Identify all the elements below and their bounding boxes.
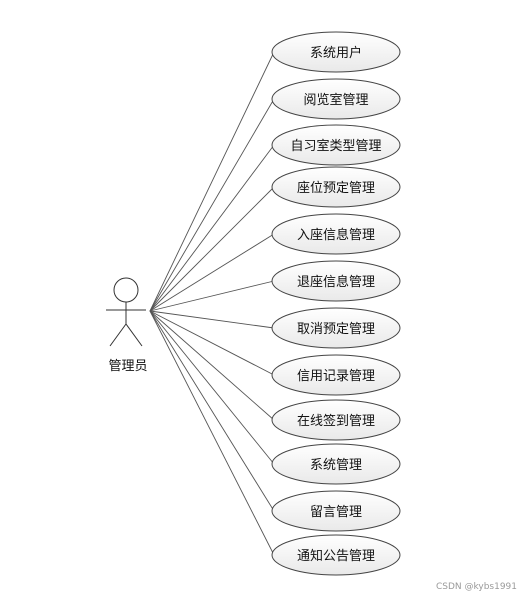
use-case-label: 通知公告管理 xyxy=(297,548,375,564)
use-case-ellipse xyxy=(271,307,401,349)
use-case: 自习室类型管理 xyxy=(271,124,401,166)
association-line xyxy=(149,98,275,312)
actor-label: 管理员 xyxy=(108,359,147,374)
use-case-label: 阅览室管理 xyxy=(303,92,368,108)
use-case-ellipse xyxy=(271,31,401,73)
association-line xyxy=(149,310,275,512)
use-case: 座位预定管理 xyxy=(271,166,401,208)
association-line xyxy=(149,51,275,312)
association-lines xyxy=(149,51,275,556)
use-case: 通知公告管理 xyxy=(271,534,401,576)
use-case-ellipse xyxy=(271,260,401,302)
association-line xyxy=(149,310,275,329)
association-line xyxy=(149,310,275,376)
actor: 管理员 xyxy=(106,277,148,374)
use-case: 退座信息管理 xyxy=(271,260,401,302)
use-case-label: 取消预定管理 xyxy=(297,322,375,337)
use-case: 系统用户 xyxy=(271,31,401,73)
actor-right-leg xyxy=(125,323,143,347)
association-line xyxy=(149,310,275,421)
association-line xyxy=(149,144,275,312)
use-case-ellipse xyxy=(271,399,401,441)
use-case-label: 退座信息管理 xyxy=(297,274,375,290)
use-case-ellipse xyxy=(271,534,401,576)
use-case-label: 系统管理 xyxy=(310,458,362,473)
association-line xyxy=(149,280,275,312)
use-case-label: 信用记录管理 xyxy=(297,369,375,384)
use-case: 阅览室管理 xyxy=(271,78,401,120)
use-case-label: 在线签到管理 xyxy=(297,413,375,429)
use-case: 系统管理 xyxy=(271,443,401,485)
use-case-label: 自习室类型管理 xyxy=(290,138,381,154)
use-case-label: 留言管理 xyxy=(310,505,362,520)
use-case-ellipse xyxy=(271,166,401,208)
use-case-label: 入座信息管理 xyxy=(297,227,375,243)
association-line xyxy=(149,186,275,312)
association-line xyxy=(149,310,275,556)
use-case: 信用记录管理 xyxy=(271,354,401,396)
use-case-list: 系统用户阅览室管理自习室类型管理座位预定管理入座信息管理退座信息管理取消预定管理… xyxy=(271,31,401,576)
use-case-ellipse xyxy=(271,354,401,396)
use-case-ellipse xyxy=(271,213,401,255)
use-case-ellipse xyxy=(271,78,401,120)
use-case-ellipse xyxy=(271,490,401,532)
watermark: CSDN @kybs1991 xyxy=(435,582,517,592)
actor-left-leg xyxy=(109,323,127,347)
use-case: 留言管理 xyxy=(271,490,401,532)
association-line xyxy=(149,310,275,465)
use-case-label: 座位预定管理 xyxy=(297,181,375,196)
use-case: 取消预定管理 xyxy=(271,307,401,349)
use-case-ellipse xyxy=(271,443,401,485)
use-case: 入座信息管理 xyxy=(271,213,401,255)
use-case-label: 系统用户 xyxy=(310,45,362,61)
association-line xyxy=(149,233,275,312)
use-case-ellipse xyxy=(271,124,401,166)
use-case: 在线签到管理 xyxy=(271,399,401,441)
actor-head xyxy=(113,277,139,303)
